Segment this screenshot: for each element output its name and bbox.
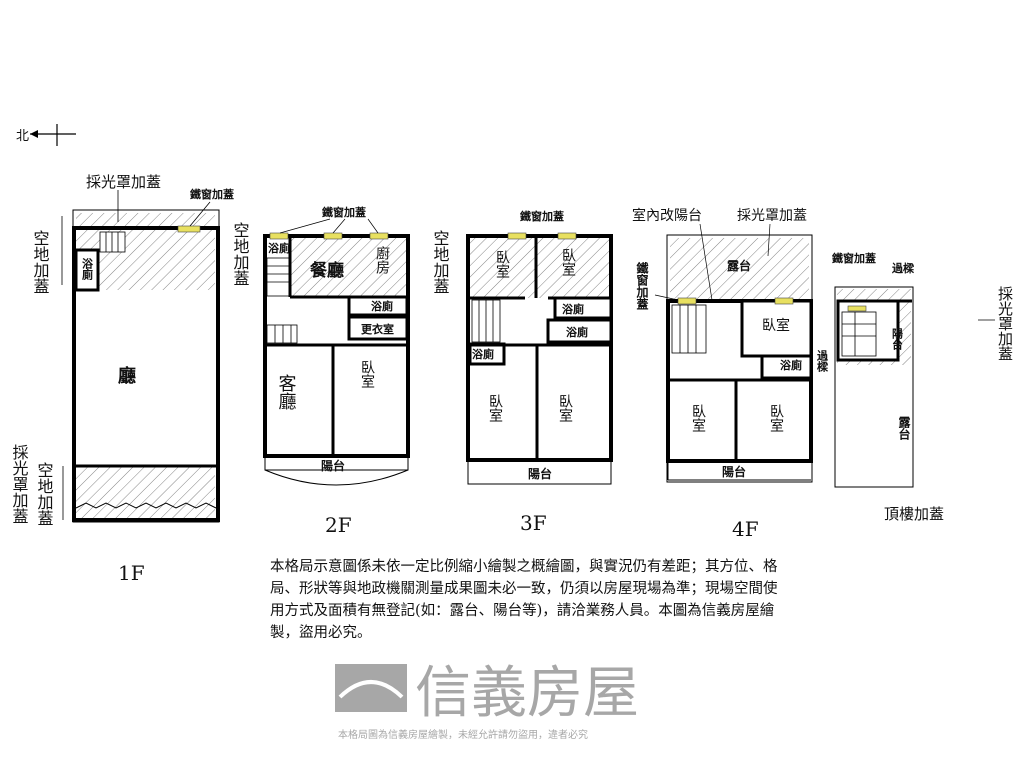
label-yard-addition: 空地加蓋 [231,222,250,286]
label-yard-addition-bottom: 空地加蓋 [35,462,54,526]
label-beam: 過樑 [891,261,915,275]
bath-room [546,318,613,344]
label-bedroom: 臥室 [690,404,706,432]
label-iron-window: 鐵窗加蓋 [520,209,564,223]
label-yard-addition: 空地加蓋 [431,230,450,294]
skylight-area [76,213,215,227]
label-bath: 浴廁 [562,302,584,316]
iron-window-icon [847,305,867,312]
floor-4f: 室內改陽台 採光罩加蓋 鐵窗加蓋 露台 臥室 浴廁 過樑 臥室 臥室 陽台 4F [632,207,829,541]
north-label: 北 [16,129,29,144]
iron-window-icon [677,297,697,305]
iron-window-icon [323,232,343,240]
label-iron-window: 鐵窗加蓋 [190,187,234,201]
label-iron-window: 鐵窗加蓋 [832,251,876,265]
iron-window-icon [507,232,527,240]
label-balcony: 陽台 [321,458,345,473]
floor-title-3f: 3F [520,511,547,535]
label-terrace: 露台 [727,258,751,273]
label-closet: 更衣室 [361,322,394,336]
label-bedroom: 臥室 [762,317,790,334]
label-skylight-addition: 採光罩加蓋 [737,208,807,224]
label-indoor-to-balcony: 室內改陽台 [632,207,702,224]
watermark-brand: 信義房屋 [415,661,639,726]
label-dining: 餐廳 [310,260,344,281]
iron-window-icon [557,232,577,240]
label-bedroom: 臥室 [768,404,784,432]
label-bedroom: 臥室 [560,248,576,276]
label-bedroom: 臥室 [557,394,573,422]
floor-title-1f: 1F [118,561,145,585]
label-bedroom: 臥室 [487,394,503,422]
floor-title-4f: 4F [732,517,759,541]
watermark: 信義房屋 本格局圖為信義房屋繪製，未經允許請勿盜用，違者必究 [335,661,639,741]
label-bath: 浴廁 [81,257,94,281]
iron-window-icon [177,225,201,233]
label-balcony: 陽台 [528,466,552,481]
label-iron-window: 鐵窗加蓋 [635,261,649,310]
stairs-icon [99,231,126,253]
floor-2f: 空地加蓋 鐵窗加蓋 浴廁 餐廳 廚房 浴廁 更衣室 客廳 臥室 陽台 2F [231,205,410,537]
label-kitchen: 廚房 [374,245,390,274]
stairs-icon [671,304,707,354]
label-yard-addition: 空地加蓋 [31,230,50,294]
floor-3f: 鐵窗加蓋 空地加蓋 臥室 臥室 浴廁 浴廁 浴廁 臥室 臥室 陽台 3F [431,209,613,535]
label-bath: 浴廁 [472,347,494,361]
label-beam: 過樑 [816,349,830,373]
label-bath: 浴廁 [566,325,588,339]
bath-room [74,248,100,292]
iron-window-icon [369,232,389,240]
label-bedroom: 臥室 [359,360,375,388]
closet-room [347,315,409,341]
label-balcony: 陽台 [722,464,746,479]
label-bath: 浴廁 [780,358,802,372]
label-skylight-addition-bottom: 採光罩加蓋 [10,444,29,524]
floor-roof: 鐵窗加蓋 過樑 陽台 採光罩加蓋 露台 頂樓加蓋 [832,251,1014,523]
rear-addition-area [76,467,215,519]
label-iron-window: 鐵窗加蓋 [322,205,366,219]
floor-title-roof: 頂樓加蓋 [884,505,944,523]
bath-room [347,295,409,317]
brand-logo-icon [335,664,407,712]
label-terrace: 露台 [897,416,911,441]
watermark-notice: 本格局圖為信義房屋繪製，未經允許請勿盜用，違者必究 [338,728,588,741]
label-hall: 廳 [118,365,136,387]
disclaimer: 本格局示意圖係未依一定比例縮小繪製之概繪圖，與實況仍有差距；其方位、格局、形狀等… [270,559,778,641]
label-bath-top: 浴廁 [268,241,290,255]
stairs-icon [841,311,877,357]
floor-title-2f: 2F [325,513,352,537]
bath-room [760,354,813,380]
label-skylight-addition: 採光罩加蓋 [86,173,161,191]
label-bath: 浴廁 [371,299,393,313]
stairs-icon [471,299,501,343]
north-compass: 北 [16,124,76,146]
floor-1f: 採光罩加蓋 鐵窗加蓋 空地加蓋 浴廁 廳 採光罩加蓋 空地加蓋 1F [10,173,235,585]
label-skylight-addition: 採光罩加蓋 [996,286,1014,361]
bath-room [553,296,613,320]
stairs-icon [266,257,298,344]
label-balcony: 陽台 [891,327,904,351]
iron-window-icon [774,297,794,305]
label-living: 客廳 [276,374,297,410]
iron-window-icon [269,232,289,240]
label-bedroom: 臥室 [494,250,510,278]
